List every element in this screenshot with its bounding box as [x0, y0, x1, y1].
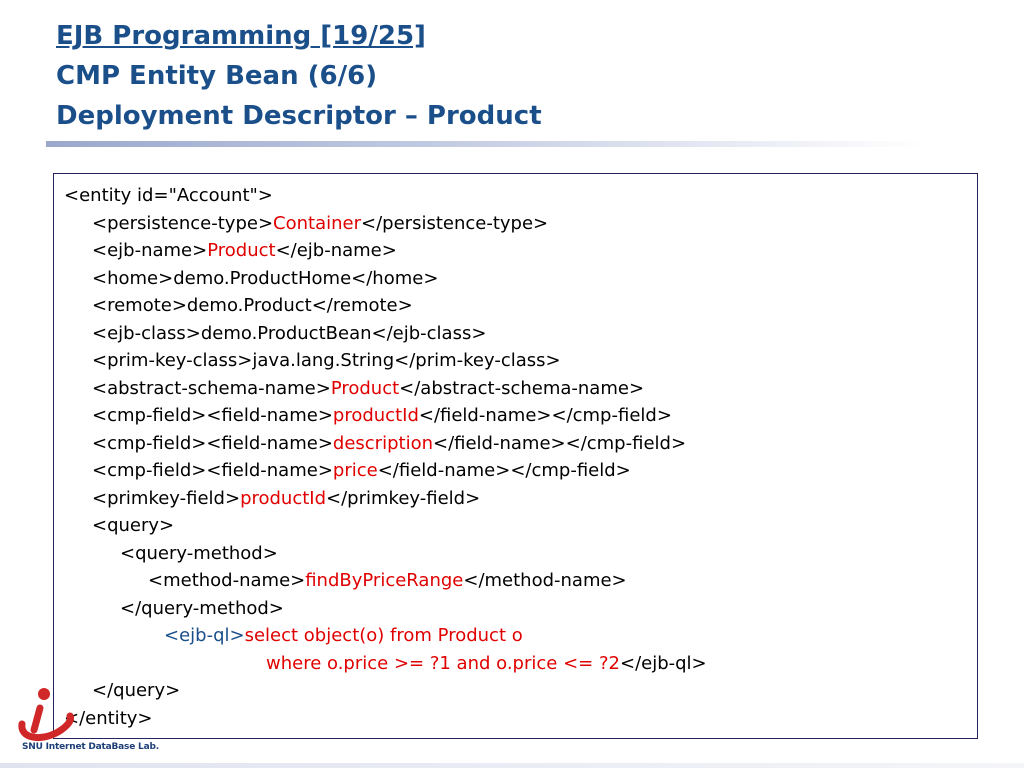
lab-logo-text: SNU Internet DataBase Lab. — [22, 742, 159, 752]
code-text: <cmp-field><field-name> — [92, 460, 333, 481]
code-text: <prim-key-class>java.lang.String</prim-k… — [92, 350, 561, 371]
code-line: </entity> — [64, 705, 977, 733]
code-line: </query-method> — [64, 595, 977, 623]
code-line: <abstract-schema-name>Product</abstract-… — [64, 375, 977, 403]
code-highlight: productId — [240, 487, 327, 509]
code-highlight: where o.price >= ?1 and o.price <= ?2 — [266, 652, 620, 674]
code-line: <entity id="Account"> — [64, 182, 977, 210]
code-line: <cmp-field><field-name>price</field-name… — [64, 457, 977, 485]
code-text: </ejb-ql> — [619, 652, 707, 674]
code-highlight: findByPriceRange — [305, 570, 464, 591]
code-text: <home>demo.ProductHome</home> — [92, 267, 439, 289]
code-text: <remote>demo.Product</remote> — [92, 295, 413, 316]
code-text: </field-name></cmp-field> — [377, 460, 631, 481]
code-highlight: Product — [330, 377, 400, 399]
code-highlight: productId — [332, 405, 419, 426]
code-highlight: select object(o) from Product o — [244, 625, 523, 646]
code-highlight: Product — [207, 240, 276, 261]
slide-header: EJB Programming [19/25] CMP Entity Bean … — [56, 16, 542, 136]
code-line: <home>demo.ProductHome</home> — [64, 265, 977, 293]
code-highlight: Container — [273, 212, 362, 234]
code-text: <primkey-field> — [92, 487, 241, 509]
code-line: <ejb-class>demo.ProductBean</ejb-class> — [64, 320, 977, 348]
code-line: <ejb-name>Product</ejb-name> — [64, 237, 977, 265]
code-text: </abstract-schema-name> — [399, 377, 645, 399]
code-text: </primkey-field> — [326, 487, 481, 509]
code-text: </entity> — [64, 707, 153, 729]
slide-subtitle: CMP Entity Bean (6/6) — [56, 61, 378, 91]
code-text: <ejb-ql> — [164, 625, 245, 646]
code-text: </query-method> — [120, 597, 284, 619]
slide-heading: Deployment Descriptor – Product — [56, 101, 542, 131]
code-text: </field-name></cmp-field> — [418, 405, 672, 426]
code-listing: <entity id="Account"> <persistence-type>… — [53, 173, 978, 739]
lab-logo-mark-icon — [18, 688, 74, 742]
slide-title-link[interactable]: EJB Programming [19/25] — [56, 21, 426, 51]
code-text: <ejb-name> — [92, 240, 208, 261]
code-text: <query> — [92, 515, 175, 536]
code-text: <method-name> — [148, 570, 306, 591]
footer-band — [0, 763, 1024, 768]
code-line: </query> — [64, 677, 977, 705]
code-line: where o.price >= ?1 and o.price <= ?2</e… — [64, 650, 977, 678]
code-text: </persistence-type> — [361, 212, 549, 234]
code-line: <ejb-ql>select object(o) from Product o — [64, 622, 977, 650]
code-text: <cmp-field><field-name> — [92, 405, 333, 426]
code-line: <query-method> — [64, 540, 977, 568]
code-line: <prim-key-class>java.lang.String</prim-k… — [64, 347, 977, 375]
code-text: <cmp-field><field-name> — [92, 432, 333, 454]
code-line: <method-name>findByPriceRange</method-na… — [64, 567, 977, 595]
code-text: <persistence-type> — [92, 212, 274, 234]
header-divider — [46, 141, 926, 147]
code-highlight: description — [332, 432, 433, 454]
code-text: <entity id="Account"> — [64, 185, 273, 206]
code-text: <abstract-schema-name> — [92, 377, 331, 399]
lab-logo: SNU Internet DataBase Lab. — [18, 680, 159, 760]
code-text: </ejb-name> — [275, 240, 397, 261]
code-line: <cmp-field><field-name>productId</field-… — [64, 402, 977, 430]
code-text: <query-method> — [120, 542, 278, 564]
code-text: <ejb-class>demo.ProductBean</ejb-class> — [92, 322, 487, 344]
code-text: </field-name></cmp-field> — [433, 432, 687, 454]
code-line: <persistence-type>Container</persistence… — [64, 210, 977, 238]
code-line: <primkey-field>productId</primkey-field> — [64, 485, 977, 513]
code-line: <query> — [64, 512, 977, 540]
code-text: </query> — [92, 680, 181, 701]
code-highlight: price — [332, 460, 378, 481]
code-line: <remote>demo.Product</remote> — [64, 292, 977, 320]
code-text: </method-name> — [463, 570, 627, 591]
code-line: <cmp-field><field-name>description</fiel… — [64, 430, 977, 458]
